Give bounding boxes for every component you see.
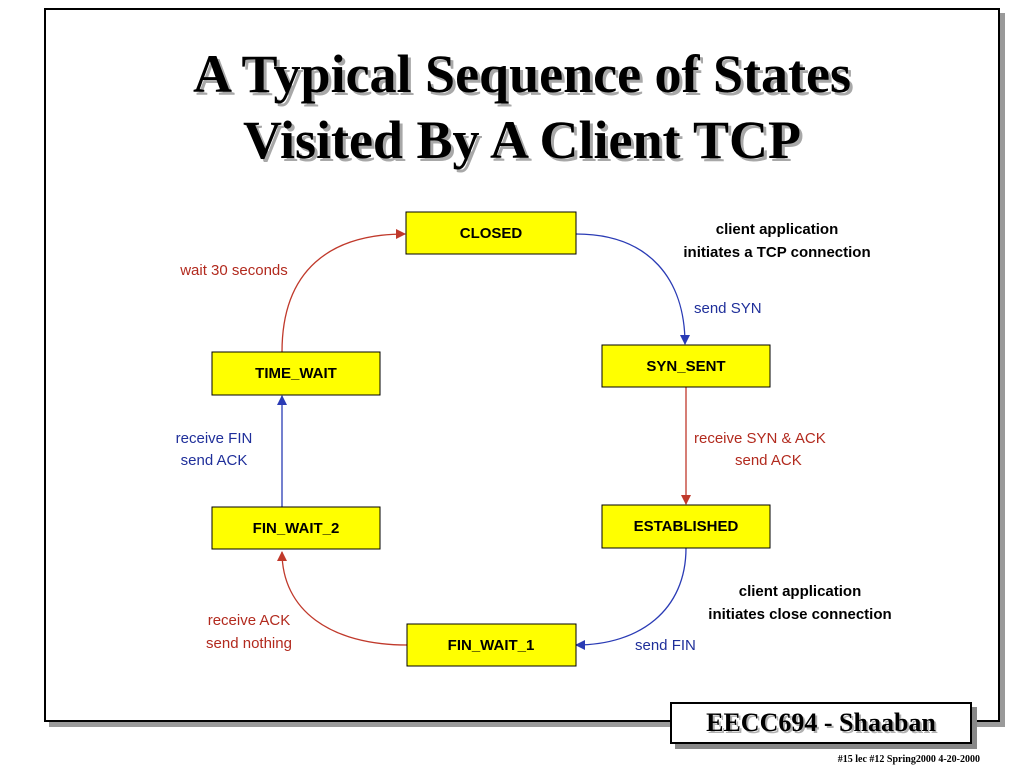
note-recv-fin-line1: receive FIN xyxy=(176,430,253,447)
transition-fin-wait-1-to-fin-wait-2 xyxy=(277,551,408,646)
state-fin-wait-2-label: FIN_WAIT_2 xyxy=(253,520,340,537)
slide-title-line2: Visited By A Client TCP xyxy=(242,110,802,170)
note-close-line1: client application xyxy=(739,583,862,600)
note-recv-fin-line2: send ACK xyxy=(181,452,248,469)
note-close-line2: initiates close connection xyxy=(708,606,891,623)
note-send-fin: send FIN xyxy=(635,637,696,654)
state-time-wait-label: TIME_WAIT xyxy=(255,365,337,382)
note-connect-line2: initiates a TCP connection xyxy=(683,244,870,261)
note-connect-line1: client application xyxy=(716,221,839,238)
state-syn-sent-label: SYN_SENT xyxy=(646,358,725,375)
note-send-syn: send SYN xyxy=(694,300,762,317)
slide-frame xyxy=(44,8,1000,722)
note-wait: wait 30 seconds xyxy=(179,262,288,279)
note-recv-synack-line1: receive SYN & ACK xyxy=(694,430,826,447)
state-fin-wait-2: FIN_WAIT_2 xyxy=(211,506,381,550)
note-recv-synack-line2: send ACK xyxy=(735,452,802,469)
slide-footnote: #15 lec #12 Spring2000 4-20-2000 xyxy=(837,754,980,765)
transition-closed-to-syn-sent xyxy=(575,233,690,345)
state-fin-wait-1: FIN_WAIT_1 xyxy=(406,623,577,667)
state-time-wait: TIME_WAIT xyxy=(211,351,381,396)
state-closed: CLOSED xyxy=(405,211,577,255)
state-established: ESTABLISHED xyxy=(601,504,771,549)
transition-time-wait-to-closed xyxy=(281,229,406,353)
slide-title-line1: A Typical Sequence of States xyxy=(192,44,852,104)
state-syn-sent: SYN_SENT xyxy=(601,344,771,388)
note-recv-ack-line2: send nothing xyxy=(206,635,292,652)
footer-label: EECC694 - Shaaban xyxy=(706,708,936,737)
state-fin-wait-1-label: FIN_WAIT_1 xyxy=(448,637,535,654)
transition-established-to-fin-wait-1 xyxy=(575,547,687,650)
footer-badge: EECC694 - Shaaban xyxy=(670,702,972,744)
note-recv-ack-line1: receive ACK xyxy=(208,612,291,629)
state-closed-label: CLOSED xyxy=(460,225,523,242)
state-established-label: ESTABLISHED xyxy=(634,518,739,535)
